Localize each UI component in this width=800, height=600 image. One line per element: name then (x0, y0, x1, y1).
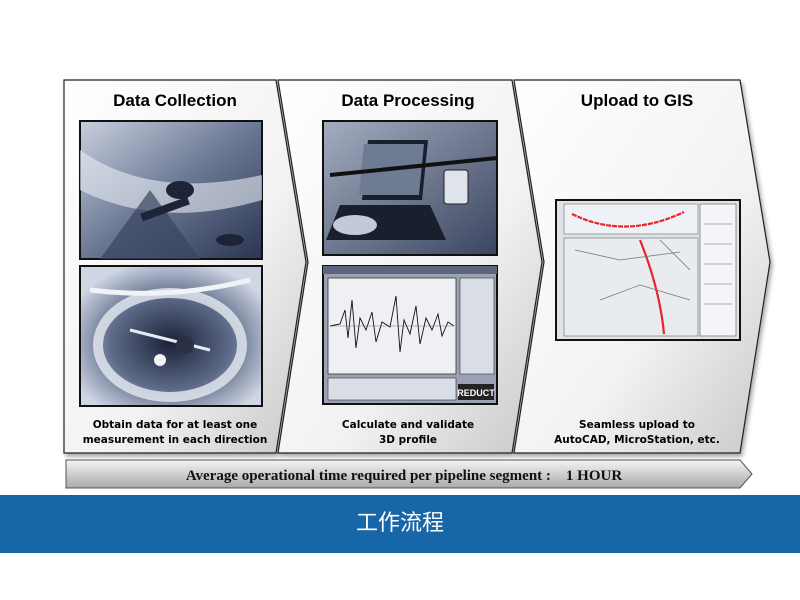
software-logo-text: REDUCT (457, 388, 495, 398)
caption-processing-line1: Calculate and validate (342, 419, 474, 431)
summary-arrow-bar (65, 459, 753, 489)
summary-bar-text: Average operational time required per pi… (186, 468, 623, 484)
gis-map-screenshot (555, 199, 741, 341)
software-logo (458, 384, 494, 400)
step-title-upload-gis: Upload to GIS (581, 91, 693, 110)
photo-laptop (322, 120, 498, 256)
step-title-data-processing: Data Processing (341, 91, 474, 110)
caption-upload-line1: Seamless upload to (579, 419, 695, 431)
caption-collection-line1: Obtain data for at least one (93, 419, 258, 431)
photo-excavation-site (79, 120, 263, 260)
bottom-banner: 工作流程 (0, 495, 800, 553)
caption-processing-line2: 3D profile (379, 434, 437, 446)
software-screenshot: REDUCT (322, 265, 498, 405)
step-title-data-collection: Data Collection (113, 91, 237, 110)
banner-title: 工作流程 (355, 511, 444, 536)
photo-manhole (79, 265, 263, 407)
caption-upload-line2: AutoCAD, MicroStation, etc. (554, 434, 720, 446)
caption-collection-line2: measurement in each direction (83, 434, 268, 446)
